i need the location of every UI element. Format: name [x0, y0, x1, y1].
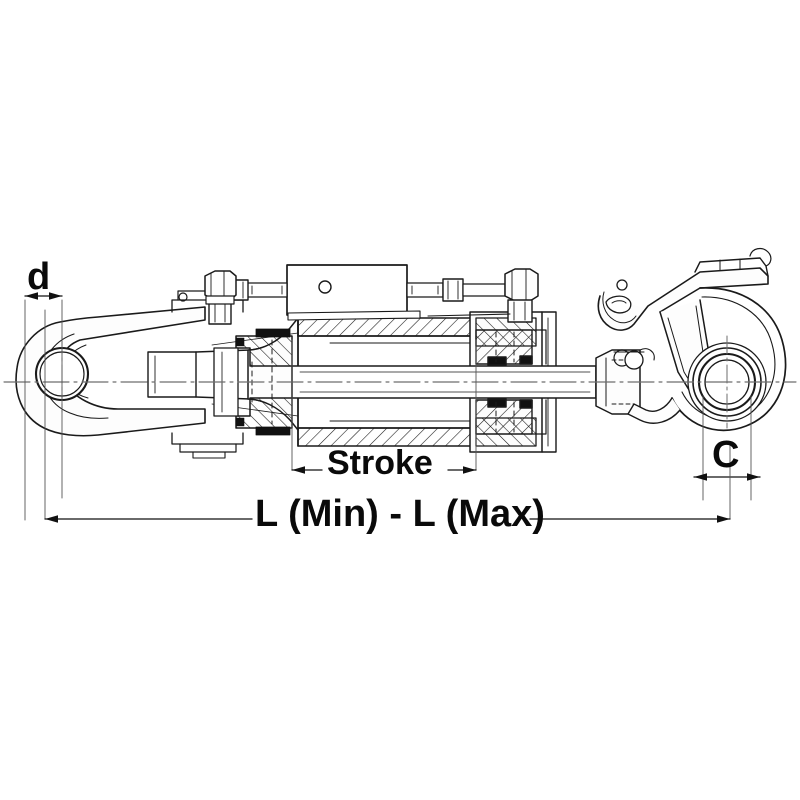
gland-end-cap: [475, 329, 547, 435]
dimension-label-c: C: [712, 434, 740, 476]
dimension-stroke: [291, 339, 477, 474]
dimension-label-overall-length: L (Min) - L (Max): [255, 493, 545, 535]
dimension-c: [693, 395, 761, 501]
dimension-label-stroke: Stroke: [327, 444, 433, 482]
dimension-overall-length: [44, 309, 731, 523]
dimension-d: [24, 292, 63, 521]
valve-block-assembly: [204, 264, 539, 325]
dimension-label-d: d: [27, 256, 51, 298]
